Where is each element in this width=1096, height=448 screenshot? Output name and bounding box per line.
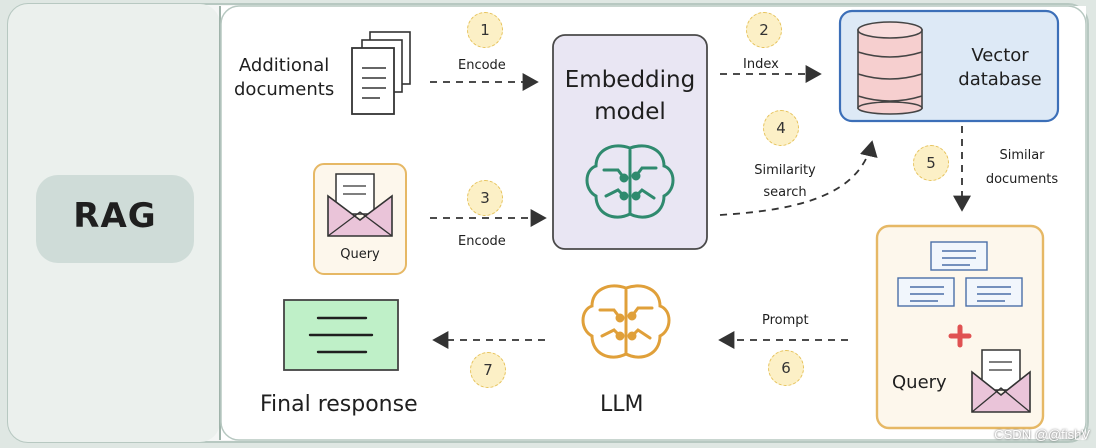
documents-icon [351,31,411,115]
final-response-label: Final response [260,392,418,417]
step-badge-3: 3 [467,180,503,216]
query-card-label: Query [340,247,380,262]
embedding-model-label: Embedding model [564,67,696,125]
step-label-3: Encode [458,234,506,249]
retrieved-chunks-icon [897,241,1023,307]
step-label-6: Prompt [762,313,809,328]
step-label-1: Encode [458,58,506,73]
message-lines-icon [308,316,374,354]
arrow-similarity-4 [719,140,878,216]
brain-circuit-icon [585,144,675,219]
additional-documents-label: Additional documents [234,55,335,100]
rag-label: RAG [73,196,157,236]
step-badge-2: 2 [746,12,782,48]
vector-database-label: Vector database [958,45,1042,90]
step-badge-4: 4 [763,110,799,146]
step-badge-1: 1 [467,12,503,48]
brain-circuit-icon [581,284,671,359]
embedding-model-box [552,34,708,250]
rag-box [36,175,194,263]
watermark: CSDN @@fishV [994,427,1090,442]
database-icon [857,21,923,115]
step-label-5: Similar documents [985,148,1059,187]
llm-label: LLM [600,392,644,417]
step-badge-7: 7 [470,352,506,388]
combined-query-label: Query [892,372,947,393]
step-label-2: Index [743,57,779,72]
envelope-icon [327,173,393,237]
step-label-4: Similarity search [754,163,816,200]
envelope-icon [971,349,1031,413]
plus-icon [948,324,972,348]
step-badge-5: 5 [913,145,949,181]
step-badge-6: 6 [768,350,804,386]
